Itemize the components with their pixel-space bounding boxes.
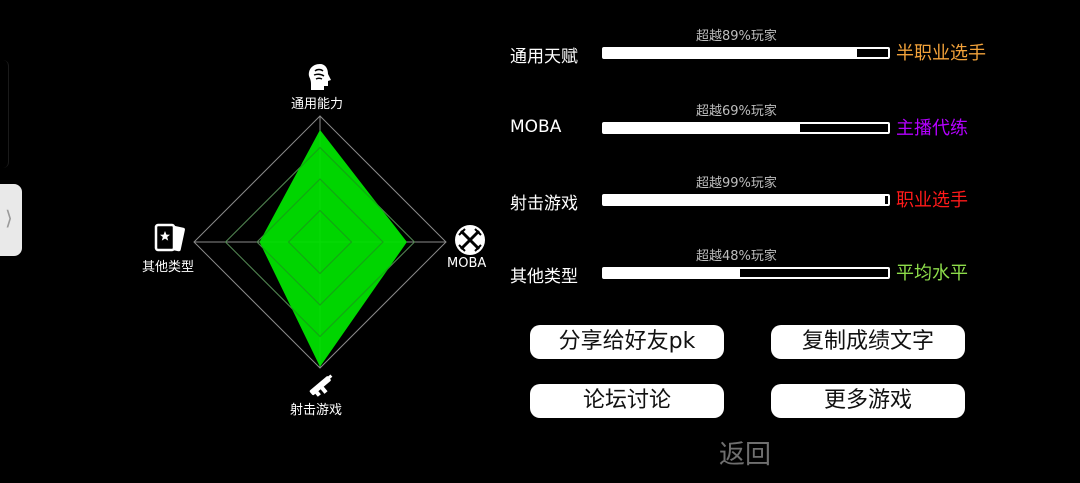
forum-discussion-button[interactable]: 论坛讨论 — [530, 384, 724, 418]
copy-result-text-button[interactable]: 复制成绩文字 — [771, 325, 965, 359]
stat-progress-bar — [602, 194, 890, 206]
rifle-icon — [309, 374, 333, 397]
stat-rank: 平均水平 — [896, 263, 968, 284]
stat-progress-bar — [602, 267, 890, 279]
radar-axis-label-other: 其他类型 — [142, 260, 195, 275]
stat-row-shooter: 射击游戏 超越99%玩家 职业选手 — [508, 176, 1078, 221]
stat-progress-bar — [602, 122, 890, 134]
stat-rank: 半职业选手 — [896, 43, 986, 64]
radar-axis-label-moba: MOBA — [447, 256, 487, 271]
stat-progress-fill — [604, 124, 800, 132]
stat-progress-fill — [604, 49, 857, 57]
ability-radar-chart: 通用能力 MOBA 射击游戏 其他类型 — [130, 60, 510, 430]
stat-progress-fill — [604, 196, 886, 204]
radar-axis-label-shooter: 射击游戏 — [290, 403, 343, 418]
radar-value-shape — [259, 129, 407, 367]
stat-caption: 超越48%玩家 — [696, 249, 777, 264]
stat-label: 射击游戏 — [510, 194, 578, 214]
stat-caption: 超越89%玩家 — [696, 29, 777, 44]
stat-label: 通用天赋 — [510, 47, 578, 67]
stat-rank: 职业选手 — [896, 190, 968, 211]
stat-row-general: 通用天赋 超越89%玩家 半职业选手 — [508, 29, 1078, 74]
radar-overlay-ring-2 — [256, 178, 384, 306]
stat-caption: 超越69%玩家 — [696, 104, 777, 119]
stat-row-moba: MOBA 超越69%玩家 主播代练 — [508, 104, 1078, 149]
chevron-right-icon: ⟩ — [5, 206, 13, 230]
radar-overlay-ring-3 — [287, 209, 353, 275]
stat-progress-bar — [602, 47, 890, 59]
stat-progress-fill — [604, 269, 741, 277]
stat-label: 其他类型 — [510, 267, 578, 287]
left-edge-panel — [0, 60, 9, 168]
stat-row-other: 其他类型 超越48%玩家 平均水平 — [508, 249, 1078, 294]
radar-svg — [193, 115, 447, 369]
back-button[interactable]: 返回 — [719, 440, 772, 470]
moba-crossed-swords-icon — [455, 225, 485, 255]
stat-rank: 主播代练 — [896, 118, 968, 139]
more-games-button[interactable]: 更多游戏 — [771, 384, 965, 418]
radar-overlay-ring-1 — [224, 146, 416, 338]
share-pk-button[interactable]: 分享给好友pk — [530, 325, 724, 359]
side-drawer-handle[interactable]: ⟩ — [0, 184, 22, 256]
stat-caption: 超越99%玩家 — [696, 176, 777, 191]
radar-grid-overlay — [224, 146, 416, 338]
cards-icon — [154, 223, 185, 252]
radar-axis-label-general: 通用能力 — [291, 97, 344, 112]
stat-label: MOBA — [510, 117, 562, 137]
head-brain-icon — [308, 64, 331, 90]
